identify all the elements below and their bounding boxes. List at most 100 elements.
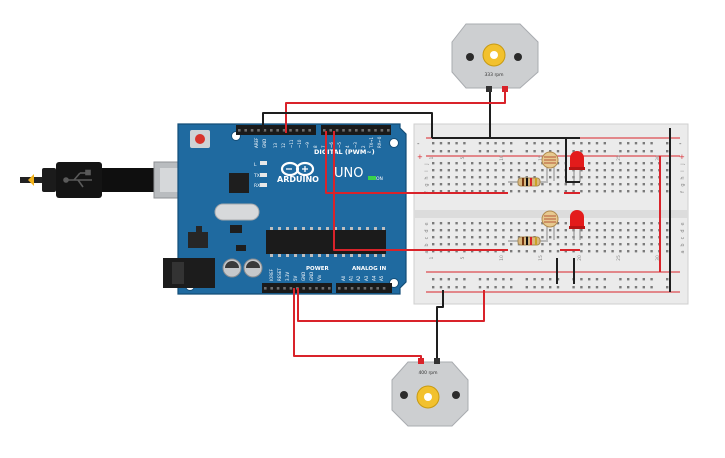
- l-led: [260, 161, 267, 165]
- red-led-bottom[interactable]: [569, 210, 585, 240]
- wire-led-top-gnd[interactable]: [565, 138, 580, 183]
- breadboard-hole: [541, 222, 544, 225]
- led-body: [570, 151, 584, 168]
- red-led-top[interactable]: [569, 151, 585, 182]
- rail-hole: [447, 150, 450, 153]
- breadboard-hole: [455, 183, 458, 186]
- breadboard-hole: [588, 243, 591, 246]
- breadboard-hole: [502, 190, 505, 193]
- chip-pin: [270, 254, 273, 257]
- wire-top-motor-red[interactable]: [285, 88, 506, 133]
- wire-5v-red[interactable]: [297, 288, 485, 322]
- capacitor-top: [246, 261, 260, 268]
- breadboard-hole: [611, 183, 614, 186]
- breadboard-hole: [478, 169, 482, 172]
- wire-bottom-motor-black[interactable]: [436, 290, 444, 362]
- breadboard-hole: [650, 190, 653, 193]
- chip-pin: [270, 227, 273, 230]
- breadboard-hole: [634, 176, 638, 179]
- breadboard-hole: [494, 176, 497, 179]
- breadboard-hole: [463, 229, 466, 232]
- wire-gnd-black[interactable]: [262, 112, 433, 138]
- on-label: ON: [376, 176, 383, 182]
- breadboard-hole: [494, 190, 497, 193]
- breadboard-hole: [595, 190, 599, 193]
- breadboard-hole: [650, 236, 653, 239]
- led-rim: [569, 167, 585, 170]
- rail-hole: [634, 278, 638, 281]
- header-pin-hole: [328, 287, 331, 290]
- breadboard-hole: [595, 243, 599, 246]
- breadboard-hole: [478, 236, 482, 239]
- motor-speed-label: 400 rpm: [418, 370, 437, 376]
- dc-motor-top[interactable]: 333 rpm: [451, 23, 539, 92]
- breadboard-hole: [580, 236, 583, 239]
- breadboard-hole: [564, 229, 567, 232]
- breadboard-hole: [486, 229, 489, 232]
- pin-label: RESET: [277, 268, 282, 281]
- chip-pin: [382, 254, 385, 257]
- rail-hole: [666, 286, 669, 289]
- wire-signal-top-red[interactable]: [325, 131, 508, 194]
- breadboard-hole: [533, 176, 536, 179]
- chip-pin: [286, 227, 289, 230]
- breadboard-hole: [634, 236, 638, 239]
- breadboard-hole: [455, 190, 458, 193]
- breadboard-hole: [595, 236, 599, 239]
- rail-hole: [549, 142, 552, 145]
- motor-terminal: [486, 86, 492, 92]
- wire-5v-motor-red[interactable]: [293, 288, 422, 362]
- breadboard-hole: [588, 162, 591, 165]
- breadboard-hole: [650, 176, 653, 179]
- arduino-uno-board[interactable]: DIGITAL (PWM~) ARDUINO UNO ON L TX RX PO…: [163, 123, 407, 295]
- rail-hole: [432, 142, 435, 145]
- breadboard-hole: [517, 169, 521, 172]
- dc-power-jack[interactable]: [163, 258, 215, 288]
- rail-hole: [439, 150, 443, 153]
- pin-label: ~10: [297, 139, 302, 148]
- small-component: [230, 225, 242, 233]
- header-pin-hole: [387, 129, 390, 132]
- breadboard-hole: [619, 236, 622, 239]
- breadboard-hole: [642, 169, 645, 172]
- digital-header-left: [236, 125, 316, 135]
- breadboard-hole: [517, 176, 521, 179]
- breadboard-hole: [650, 250, 653, 253]
- breadboard-hole: [478, 190, 482, 193]
- photoresistor-bottom[interactable]: [541, 210, 559, 240]
- gear-icon: [416, 385, 440, 409]
- row-letter: h: [424, 176, 430, 179]
- pin-label: 13: [273, 142, 278, 148]
- resistor-bottom[interactable]: [508, 236, 548, 246]
- rail-hole: [556, 286, 560, 289]
- breadboard-hole: [510, 236, 513, 239]
- breadboard-hole: [447, 243, 450, 246]
- breadboard-hole: [463, 236, 466, 239]
- header-pin-hole: [382, 287, 386, 290]
- pin-label: 2: [361, 145, 366, 148]
- rail-hole: [432, 278, 435, 281]
- dc-motor-bottom[interactable]: 400 rpm: [391, 358, 469, 427]
- rail-hole: [603, 286, 606, 289]
- header-pin-holes: [238, 129, 390, 290]
- row-letter: h: [680, 176, 686, 179]
- reset-button-cap[interactable]: [195, 134, 205, 144]
- photoresistor-top[interactable]: [541, 151, 559, 181]
- breadboard-hole: [580, 190, 583, 193]
- chip-pin: [326, 227, 329, 230]
- rail-hole: [510, 142, 513, 145]
- row-letter: b: [424, 243, 430, 246]
- atmega-chip-pins: [270, 227, 385, 257]
- breadboard-hole: [533, 222, 536, 225]
- breadboard-hole: [502, 169, 505, 172]
- breadboard-hole: [611, 222, 614, 225]
- rail-hole: [541, 150, 544, 153]
- rail-hole: [486, 142, 489, 145]
- wire-signal-bottom-red[interactable]: [333, 131, 508, 251]
- rail-hole: [486, 150, 489, 153]
- rail-hole: [502, 278, 505, 281]
- rail-plus-label-right: +: [679, 153, 685, 161]
- resistor-top[interactable]: [508, 177, 548, 187]
- header-pin-hole: [282, 129, 286, 132]
